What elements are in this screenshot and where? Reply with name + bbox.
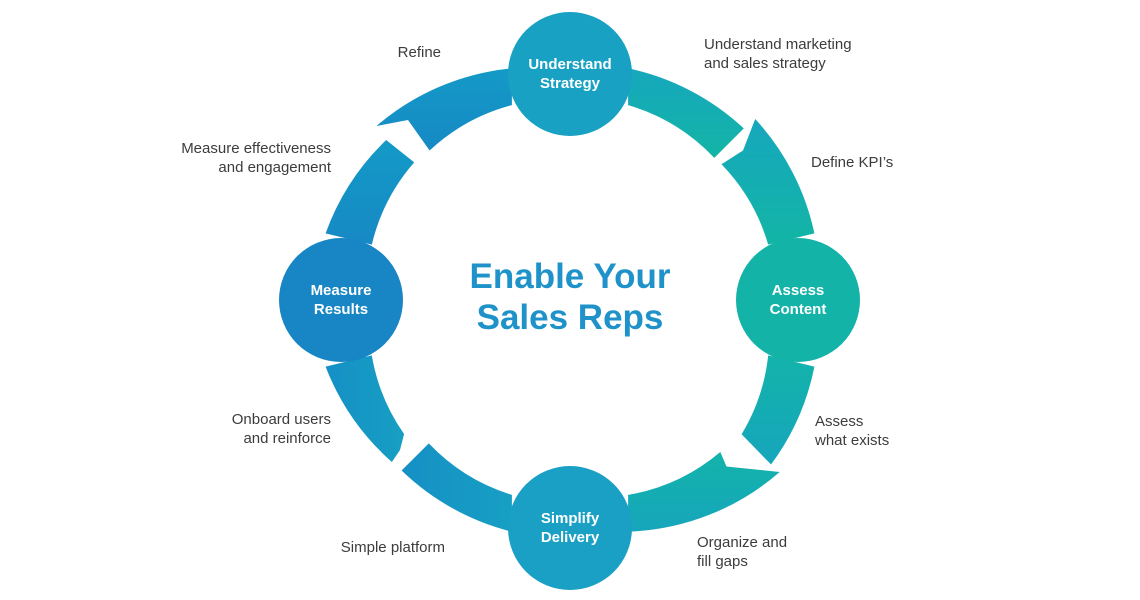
note-measure-effectiveness: Measure effectiveness and engagement [181,140,331,176]
center-title: Enable Your Sales Reps [469,257,671,337]
node-understand-strategy: Understand Strategy [508,12,632,136]
arc-segment-upper-right [628,68,815,245]
note-define-kpis: Define KPI’s [811,154,894,171]
note-understand-marketing: Understand marketing and sales strategy [704,36,852,72]
note-organize-fill-gaps: Organize and fill gaps [697,534,788,570]
arc-segment-lower-left [325,355,512,532]
node-assess-content: Assess Content [736,238,860,362]
arc-segment-upper-left [325,68,512,245]
note-assess-what-exists: Assess what exists [815,413,890,449]
arc-segment-lower-right [628,355,815,532]
node-simplify-delivery: Simplify Delivery [508,466,632,590]
note-simple-platform: Simple platform [340,539,445,556]
note-refine: Refine [397,44,441,61]
node-measure-results: Measure Results [279,238,403,362]
note-onboard-users: Onboard users and reinforce [231,411,331,447]
